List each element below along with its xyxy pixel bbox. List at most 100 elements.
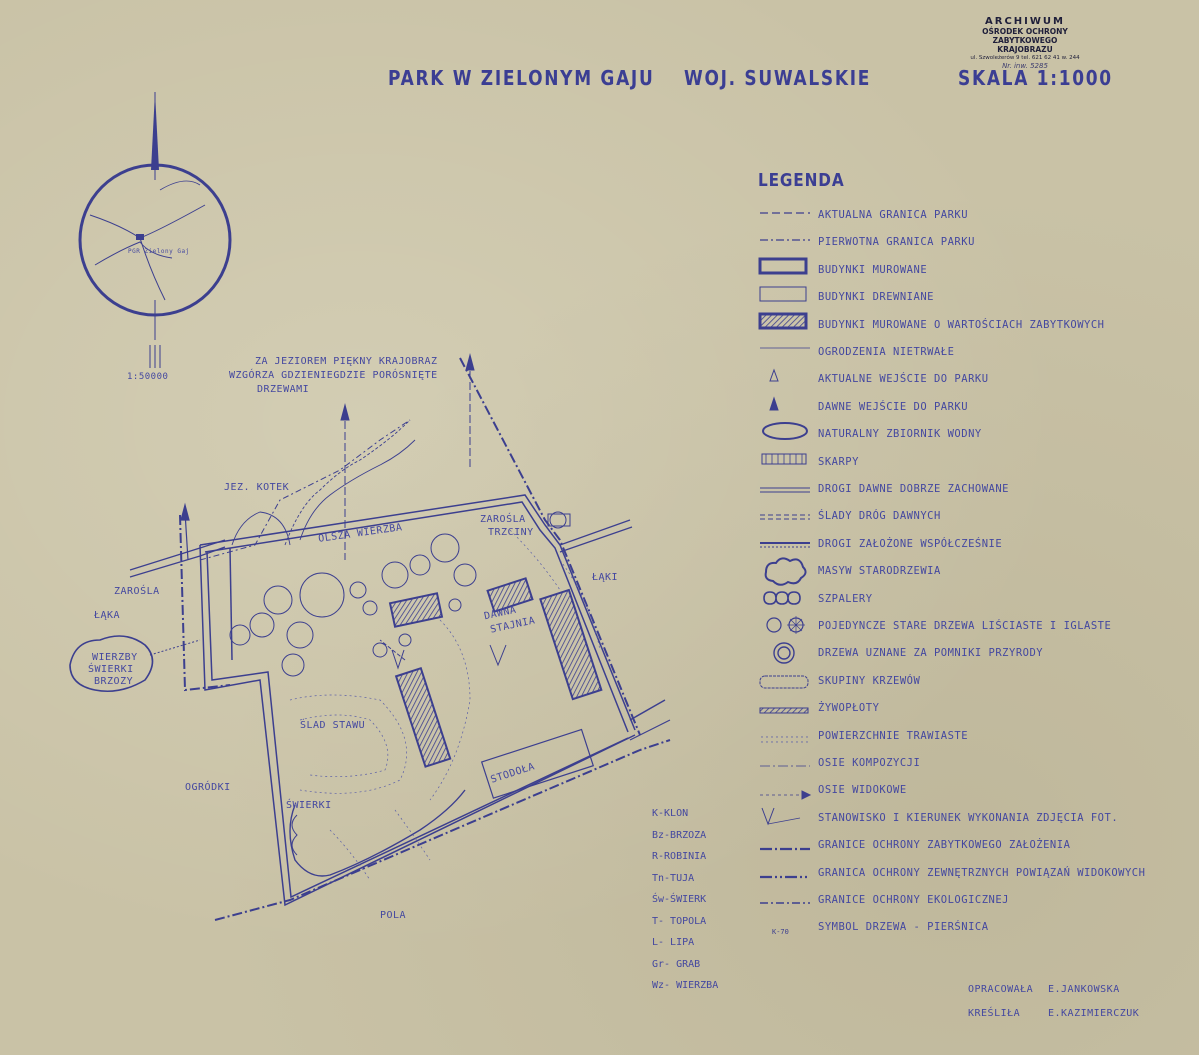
archive-stamp: ARCHIWUM OŚRODEK OCHRONY ZABYTKOWEGO KRA…	[966, 16, 1084, 70]
label-willows-2: ŚWIERKI	[88, 664, 134, 675]
locator-scale: 1:50000	[127, 372, 169, 382]
legend-item: GRANICE OCHRONY EKOLOGICZNEJ	[756, 890, 1176, 912]
label-thickets-ne-1: ZAROŚLA	[480, 514, 526, 525]
legend-item: GRANICA OCHRONY ZEWNĘTRZNYCH POWIĄZAŃ WI…	[756, 863, 1176, 885]
stamp-line1: ARCHIWUM	[985, 16, 1065, 27]
building-south	[394, 667, 452, 768]
legend-item-label: DROGI ZAŁOŻONE WSPÓŁCZEŚNIE	[818, 537, 1003, 550]
legend-item: DAWNE WEJŚCIE DO PARKU	[756, 397, 1176, 419]
legend-item-label: STANOWISKO I KIERUNEK WYKONANIA ZDJĘCIA …	[818, 811, 1119, 824]
legend-item: ŻYWOPŁOTY	[756, 698, 1176, 720]
legend-item-label: BUDYNKI DREWNIANE	[818, 291, 934, 304]
label-spruces: ŚWIERKI	[286, 800, 332, 811]
species-key-item: L- LIPA	[652, 937, 695, 948]
label-meadow-west: ŁĄKA	[94, 610, 121, 621]
building-stables	[486, 577, 534, 613]
legend-item: SKARPY	[756, 452, 1176, 474]
legend-item: OSIE WIDOKOWE	[756, 780, 1176, 802]
legend-item: SZPALERY	[756, 589, 1176, 611]
species-key-item: K-KLON	[652, 808, 689, 819]
old-trees	[229, 533, 477, 877]
legend-item-label: SZPALERY	[818, 592, 873, 605]
legend-item-label: DROGI DAWNE DOBRZE ZACHOWANE	[818, 483, 1010, 495]
building-east	[539, 588, 603, 701]
species-key-item: T- TOPOLA	[652, 915, 707, 927]
locator-place: PGR Zielony Gaj	[128, 248, 190, 255]
label-meadows-east: ŁĄKI	[592, 572, 619, 583]
roads	[129, 502, 671, 741]
legend-item: BUDYNKI MUROWANE	[756, 260, 1176, 282]
label-willows-1: WIERZBY	[92, 652, 138, 663]
view-note-line2: WZGÓRZA GDZIENIEGDZIE PORÓSNIĘTE	[229, 370, 438, 381]
label-thickets-ne-2: TRZCINY	[488, 527, 534, 538]
legend-item-label: PIERWOTNA GRANICA PARKU	[818, 236, 975, 249]
legend-item: SYMBOL DRZEWA - PIERŚNICA	[756, 917, 1176, 939]
lake-shoreline	[231, 419, 416, 546]
legend-item-label: DAWNE WEJŚCIE DO PARKU	[818, 400, 969, 413]
legend-item: DRZEWA UZNANE ZA POMNIKI PRZYRODY	[756, 643, 1176, 665]
legend-item: POJEDYNCZE STARE DRZEWA LIŚCIASTE I IGLA…	[756, 616, 1176, 638]
species-key-item: Gr- GRAB	[652, 958, 701, 970]
legend-item-label: GRANICE OCHRONY ZABYTKOWEGO ZAŁOŻENIA	[818, 839, 1071, 852]
legend-item: NATURALNY ZBIORNIK WODNY	[756, 424, 1176, 446]
stamp-line4: ul. Szwoleżerów 9 tel. 621 62 41 w. 244	[970, 55, 1080, 61]
legend-item: OSIE KOMPOZYCJI	[756, 753, 1176, 775]
map-region: WOJ. SUWALSKIE	[684, 66, 872, 90]
legend-item: OGRODZENIA NIETRWAŁE	[756, 342, 1176, 364]
label-fields: POLA	[380, 910, 407, 921]
building-manor	[388, 592, 444, 628]
stamp-line5: Nr. inw. 5285	[1002, 62, 1048, 70]
legend-item-label: ŻYWOPŁOTY	[818, 702, 880, 715]
park-boundary	[199, 494, 636, 907]
species-key-item: R-ROBINIA	[652, 851, 707, 862]
label-willows-3: BRZOZY	[94, 676, 134, 687]
locator-map	[78, 163, 232, 317]
label-thickets-west: ZAROŚLA	[114, 586, 160, 597]
view-note-line3: DRZEWAMI	[257, 384, 310, 395]
credit-prepared-label: OPRACOWAŁA	[968, 984, 1034, 995]
legend-item-label: POWIERZCHNIE TRAWIASTE	[818, 729, 969, 742]
legend-item: STANOWISKO I KIERUNEK WYKONANIA ZDJĘCIA …	[756, 808, 1176, 830]
stamp-line3: ZABYTKOWEGO KRAJOBRAZU	[992, 36, 1058, 54]
species-key-item: Św-ŚWIERK	[652, 894, 707, 905]
legend-item: PIERWOTNA GRANICA PARKU	[756, 232, 1176, 254]
legend-item: ŚLADY DRÓG DAWNYCH	[756, 506, 1176, 528]
legend-item-label: POJEDYNCZE STARE DRZEWA LIŚCIASTE I IGLA…	[818, 620, 1112, 632]
legend-item: BUDYNKI MUROWANE O WARTOŚCIACH ZABYTKOWY…	[756, 315, 1176, 337]
legend-item-label: NATURALNY ZBIORNIK WODNY	[818, 428, 982, 441]
credit-drawn-label: KREŚLIŁA	[968, 1008, 1021, 1019]
legend-item-label: SKARPY	[818, 455, 859, 468]
legend-item: DROGI DAWNE DOBRZE ZACHOWANE	[756, 479, 1176, 501]
legend-item-label: SYMBOL DRZEWA - PIERŚNICA	[818, 921, 989, 934]
legend-item: DROGI ZAŁOŻONE WSPÓŁCZEŚNIE	[756, 534, 1176, 556]
protection-boundary	[179, 357, 671, 921]
label-gardens: OGRÓDKI	[185, 782, 231, 793]
building-barn	[480, 728, 595, 799]
label-lake: JEZ. KOTEK	[224, 482, 290, 493]
buildings	[388, 577, 603, 799]
legend-item-label: SKUPINY KRZEWÓW	[818, 674, 921, 687]
map-title: PARK W ZIELONYM GAJU	[388, 66, 655, 90]
credit-drawn-by: E.KAZIMIERCZUK	[1048, 1008, 1140, 1019]
legend-item: SKUPINY KRZEWÓW	[756, 671, 1176, 693]
stamp-line2: OŚRODEK OCHRONY	[982, 27, 1068, 36]
species-key-item: Tn-TUJA	[652, 872, 695, 884]
map-scale: SKALA 1:1000	[958, 66, 1113, 90]
legend-item: MASYW STARODRZEWIA	[756, 561, 1176, 583]
legend-item-label: GRANICE OCHRONY EKOLOGICZNEJ	[818, 894, 1010, 906]
label-pond-trace: ŚLAD STAWU	[300, 720, 366, 731]
legend-item-label: AKTUALNE WEJŚCIE DO PARKU	[818, 373, 989, 386]
legend-item-label: ŚLADY DRÓG DAWNYCH	[818, 510, 941, 523]
view-axes	[340, 353, 475, 661]
legend-item-label: OSIE KOMPOZYCJI	[818, 757, 921, 769]
legend-title: LEGENDA	[758, 170, 845, 191]
species-key-item: Bz-BRZOZA	[652, 829, 707, 841]
legend-item-label: BUDYNKI MUROWANE O WARTOŚCIACH ZABYTKOWY…	[818, 318, 1105, 331]
legend-item: BUDYNKI DREWNIANE	[756, 287, 1176, 309]
view-note-line1: ZA JEZIOREM PIĘKNY KRAJOBRAZ	[255, 356, 438, 367]
legend-item-label: DRZEWA UZNANE ZA POMNIKI PRZYRODY	[818, 647, 1044, 660]
legend-symbols: K-70	[758, 212, 812, 936]
legend-item: POWIERZCHNIE TRAWIASTE	[756, 726, 1176, 748]
terrain-contours	[289, 529, 601, 881]
